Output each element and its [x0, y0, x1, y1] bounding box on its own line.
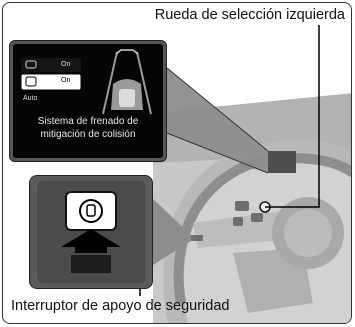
safety-support-icon [25, 76, 37, 87]
car-front-icon [25, 60, 37, 69]
arrow-icon [61, 229, 121, 273]
safety-support-icon [79, 199, 103, 223]
safety-support-switch[interactable] [65, 191, 117, 231]
mode-value-1: On [61, 61, 71, 68]
caption-line-2: mitigación de colisión [40, 129, 136, 140]
illustration-frame: On On Auto Sistema de frenado de mitigac… [2, 2, 352, 324]
left-wheel-label: Rueda de selección izquierda [154, 7, 345, 23]
auto-label: Auto [23, 95, 38, 102]
display-graphics [20, 49, 152, 115]
safety-switch-label: Interruptor de apoyo de seguridad [11, 298, 230, 314]
steering-wheel-scene [119, 25, 351, 323]
instrument-display [13, 44, 163, 158]
display-caption: Sistema de frenado de mitigación de coli… [13, 115, 163, 141]
mode-value-2: On [61, 77, 71, 84]
caption-line-1: Sistema de frenado de [37, 116, 139, 127]
